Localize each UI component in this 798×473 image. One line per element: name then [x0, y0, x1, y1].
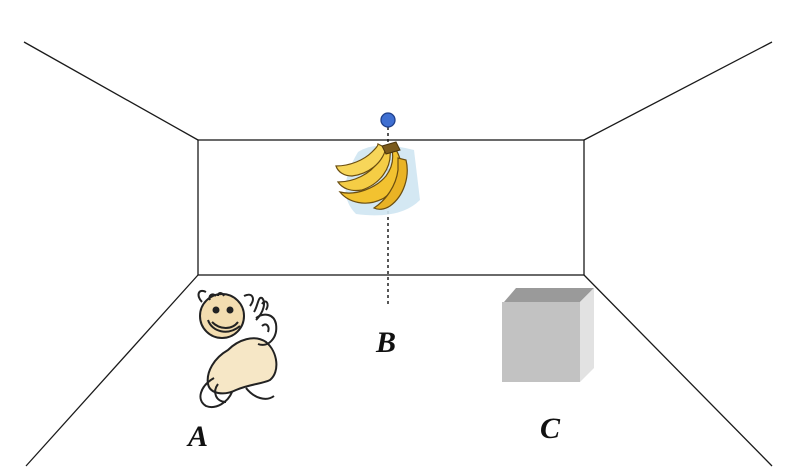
label-c: C	[540, 412, 561, 445]
banana-bunch-icon	[335, 141, 420, 216]
label-a: A	[186, 420, 208, 453]
room-outline	[23, 41, 773, 467]
back-wall	[197, 139, 585, 276]
ceiling-edge-right	[583, 41, 773, 141]
label-b: B	[375, 326, 396, 359]
monkey-icon	[197, 290, 278, 408]
box-icon	[502, 288, 594, 382]
floor-edge-right	[583, 274, 773, 467]
ceiling-edge-left	[23, 41, 199, 141]
floor-edge-left	[25, 274, 199, 467]
hook-dot-icon	[380, 112, 396, 128]
